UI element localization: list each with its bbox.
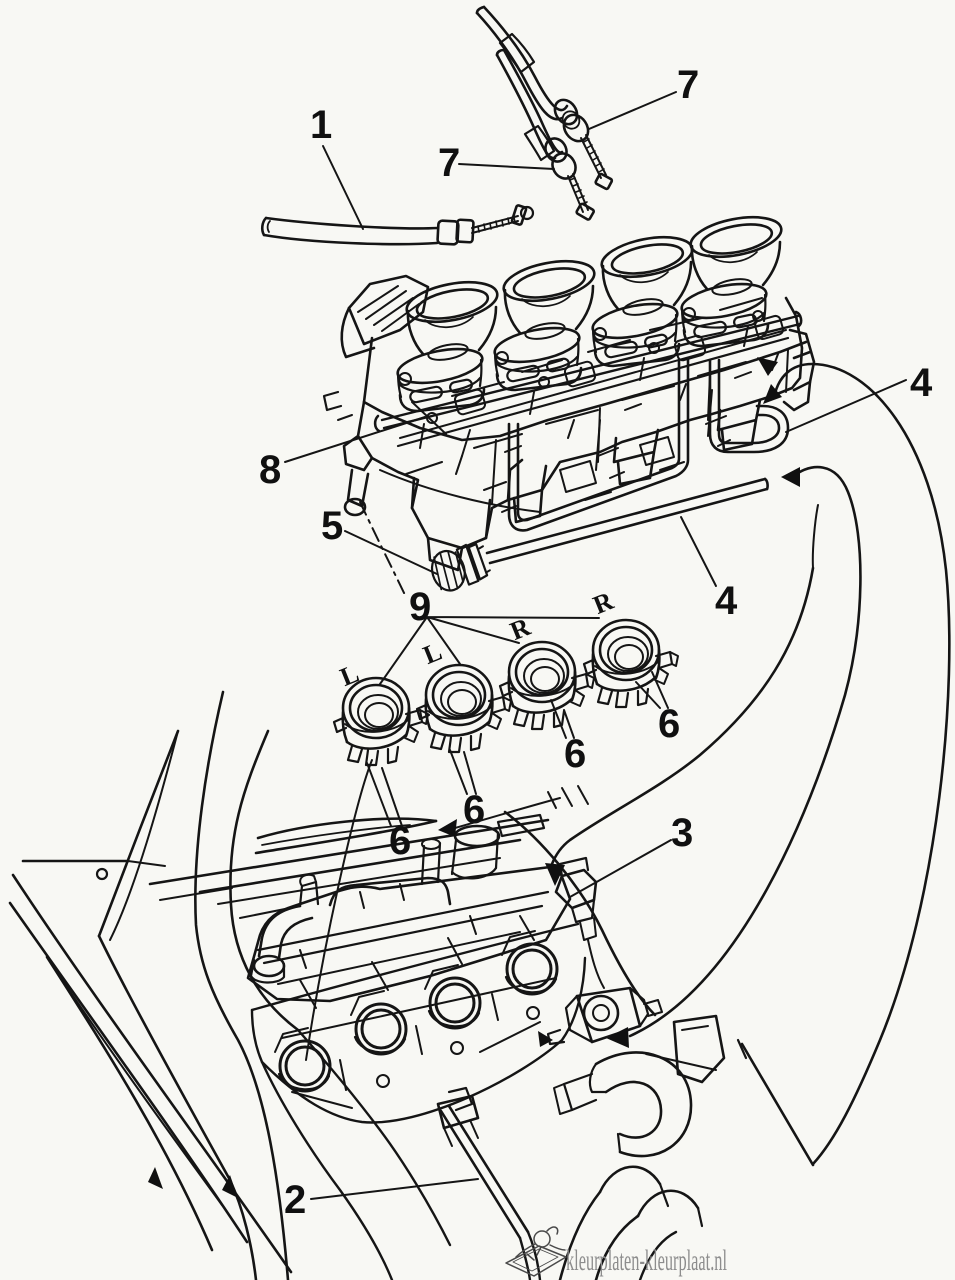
- svg-text:3: 3: [671, 811, 693, 855]
- svg-text:L: L: [336, 659, 363, 692]
- svg-text:8: 8: [259, 448, 281, 492]
- svg-text:4: 4: [910, 361, 933, 405]
- svg-text:6: 6: [389, 819, 411, 863]
- svg-text:9: 9: [409, 585, 431, 629]
- svg-text:7: 7: [677, 63, 699, 107]
- svg-text:4: 4: [715, 579, 738, 623]
- svg-text:5: 5: [321, 504, 343, 548]
- svg-text:6: 6: [564, 732, 586, 776]
- svg-text:kleurplaten-kleurplaat.nl: kleurplaten-kleurplaat.nl: [566, 1244, 727, 1277]
- svg-text:7: 7: [438, 141, 460, 185]
- svg-text:L: L: [419, 637, 446, 670]
- svg-text:2: 2: [284, 1178, 306, 1222]
- svg-text:1: 1: [310, 103, 332, 147]
- svg-text:R: R: [589, 586, 617, 620]
- svg-text:6: 6: [658, 702, 680, 746]
